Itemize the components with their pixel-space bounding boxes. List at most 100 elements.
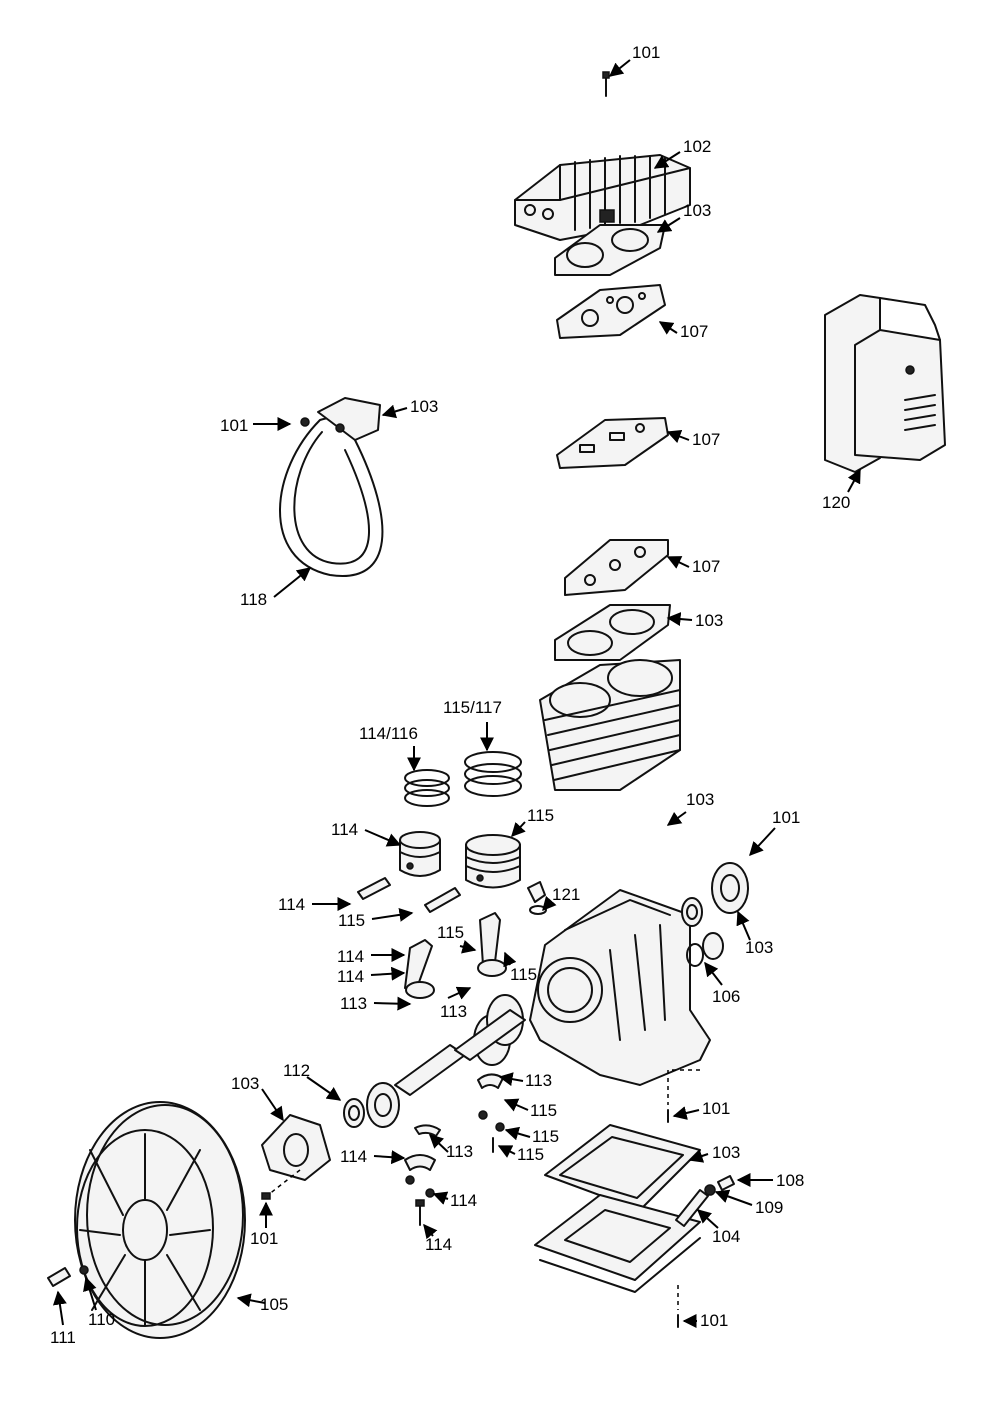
leader-arrow	[608, 59, 631, 77]
leader-arrow	[306, 1076, 342, 1101]
leader-arrow	[447, 986, 472, 1000]
leader-arrow	[688, 1149, 709, 1163]
callout-c-111: 111	[50, 1290, 76, 1347]
part-number-label: 107	[692, 430, 720, 449]
bearing-insert	[414, 1124, 441, 1137]
base-plate	[534, 1194, 701, 1293]
callout-c-101-crank: 101	[672, 1099, 730, 1120]
callout-layer: 101102103107101103107120118107103115/117…	[50, 43, 861, 1347]
rod-nuts	[405, 1110, 505, 1198]
wrist-pin-small	[357, 877, 391, 900]
callout-c-114-pin: 114	[278, 895, 352, 914]
part-number-label: 104	[712, 1227, 740, 1246]
callout-c-107-b: 107	[666, 429, 720, 449]
bearing-side	[681, 897, 703, 927]
part-number-label: 103	[695, 611, 723, 630]
part-number-label: 103	[745, 938, 773, 957]
leader-arrow	[749, 827, 776, 857]
part-number-label: 113	[446, 1142, 473, 1161]
leader-arrow	[736, 910, 751, 941]
callout-c-114-bolt: 114	[423, 1223, 452, 1254]
part-number-label: 114	[331, 820, 358, 839]
part-number-label: 114/116	[359, 724, 418, 743]
callout-c-113-d: 113	[428, 1134, 473, 1161]
leader-arrow	[432, 1191, 449, 1205]
leader-arrow	[261, 1088, 284, 1122]
callout-c-114-rod-a: 114	[337, 947, 406, 966]
part-number-label: 103	[231, 1074, 259, 1093]
belt	[279, 397, 384, 578]
part-number-label: 101	[250, 1229, 278, 1248]
part-number-label: 115	[530, 1101, 557, 1120]
connecting-rod-right	[477, 912, 507, 977]
part-number-label: 107	[692, 557, 720, 576]
leader-arrow	[373, 996, 412, 1011]
leader-arrow	[52, 1290, 67, 1326]
callout-c-113-b: 113	[440, 986, 472, 1021]
callout-c-101-top: 101	[608, 43, 660, 77]
head-gasket	[554, 224, 666, 276]
callout-c-120: 120	[822, 468, 861, 512]
leader-arrow	[653, 151, 681, 169]
callout-c-101-bottom: 101	[682, 1311, 728, 1330]
leader-arrow	[656, 217, 681, 233]
callout-c-115-pin: 115	[338, 907, 414, 930]
leader-arrow	[503, 951, 517, 968]
cylinder-head	[514, 154, 691, 241]
crankshaft	[394, 994, 526, 1096]
valve-plate-top	[556, 284, 666, 339]
drain-plug	[717, 1175, 735, 1191]
part-number-label: 114	[278, 895, 305, 914]
leader-arrow	[542, 895, 557, 912]
part-number-label: 103	[410, 397, 438, 416]
callout-c-101-front: 101	[250, 1201, 278, 1248]
part-number-label: 111	[50, 1328, 76, 1347]
piston-small	[399, 831, 441, 877]
callout-c-115-rod-b: 115	[503, 951, 537, 984]
leader-arrow	[503, 1098, 529, 1112]
leader-arrow	[666, 429, 690, 444]
part-number-label: 115	[338, 911, 365, 930]
callout-c-109: 109	[714, 1189, 783, 1217]
bearing-rings	[686, 932, 724, 967]
cover-bolt	[261, 1169, 301, 1200]
part-number-label: 101	[220, 416, 248, 435]
part-number-label: 103	[686, 790, 714, 809]
callout-c-114-rod-b: 114	[337, 966, 406, 986]
rod-bolts	[415, 1137, 494, 1226]
part-number-label: 107	[680, 322, 708, 341]
leader-arrow	[498, 1072, 524, 1087]
part-number-label: 101	[700, 1311, 728, 1330]
part-number-label: 115	[532, 1127, 559, 1146]
part-number-label: 115	[517, 1145, 544, 1164]
callout-c-115-piston: 115	[511, 806, 554, 838]
leader-arrow	[511, 821, 526, 838]
bearing-cover-side	[711, 862, 749, 914]
part-number-label: 108	[776, 1171, 804, 1190]
callout-c-115-rod-a: 115	[437, 923, 477, 954]
callout-c-108: 108	[736, 1171, 804, 1190]
callout-c-113-a: 113	[340, 994, 412, 1013]
callout-c-107-a: 107	[658, 321, 708, 341]
oil-seal	[343, 1098, 365, 1128]
callout-c-115-c: 115	[503, 1098, 557, 1120]
flywheel-bolt	[47, 1267, 71, 1287]
crankcase-bolt	[667, 1069, 700, 1123]
callout-c-121: 121	[542, 885, 580, 912]
callout-c-105: 105	[236, 1293, 288, 1314]
callout-c-103-head: 103	[656, 201, 711, 233]
part-number-label: 103	[683, 201, 711, 220]
part-number-label: 114	[337, 947, 364, 966]
washer	[704, 1184, 716, 1196]
part-number-label: 101	[702, 1099, 730, 1118]
part-number-label: 118	[240, 590, 267, 609]
part-number-label: 103	[712, 1143, 740, 1162]
part-number-label: 101	[772, 808, 800, 827]
callout-c-103-front: 103	[231, 1074, 284, 1122]
rod-cap-upper	[477, 1073, 504, 1089]
part-number-label: 120	[822, 493, 850, 512]
leader-arrow	[666, 811, 687, 826]
leader-arrow	[666, 612, 693, 627]
piston-rings-small	[404, 769, 450, 807]
